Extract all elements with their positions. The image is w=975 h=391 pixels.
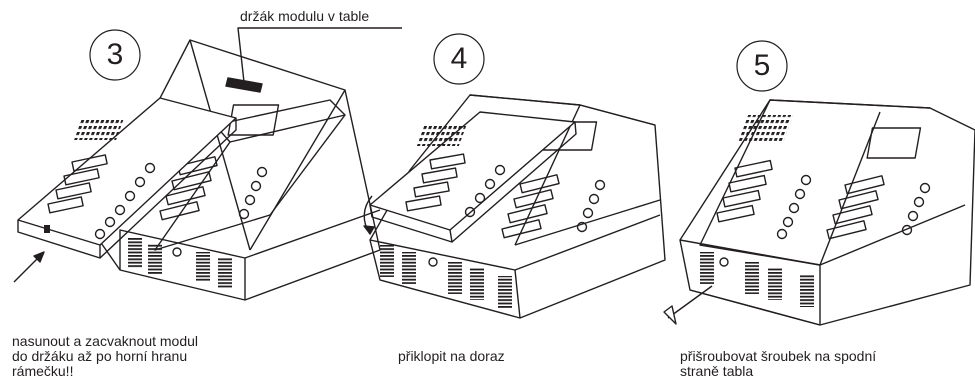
step-3-caption: nasunout a zacvaknout modul do držáku až… [12,333,199,379]
step-4-caption: přiklopit na doraz [398,348,505,364]
step-5-caption: přišroubovat šroubek na spodní straně ta… [680,348,877,379]
module-holder-callout: držák modulu v table [240,8,370,24]
step-5-left-buttons [716,159,812,240]
step-4-number: 4 [432,32,486,86]
callout-leader-line [237,27,402,83]
step-3-sliding-module [17,97,237,246]
step-4-right-buttons [501,174,606,239]
step-3-circle-icon [89,29,141,81]
step-4-tilted-module [369,111,576,231]
step-5-circle-icon [736,40,788,92]
step-4-circle-icon [433,33,485,85]
step-3-module-holder [225,77,263,93]
step-5-screw [663,285,713,325]
step-5-right-buttons [826,175,931,240]
step-4-module-buttons [405,153,506,218]
step-3-right-buttons [159,156,268,221]
step-3-illustration [13,27,402,301]
step-5-housing [679,99,975,326]
step-5-illustration [663,99,975,326]
step-4-illustration [363,94,666,319]
step-5-number: 5 [735,39,789,93]
step-3-number: 3 [88,28,142,82]
step-3-module-buttons [47,154,156,240]
